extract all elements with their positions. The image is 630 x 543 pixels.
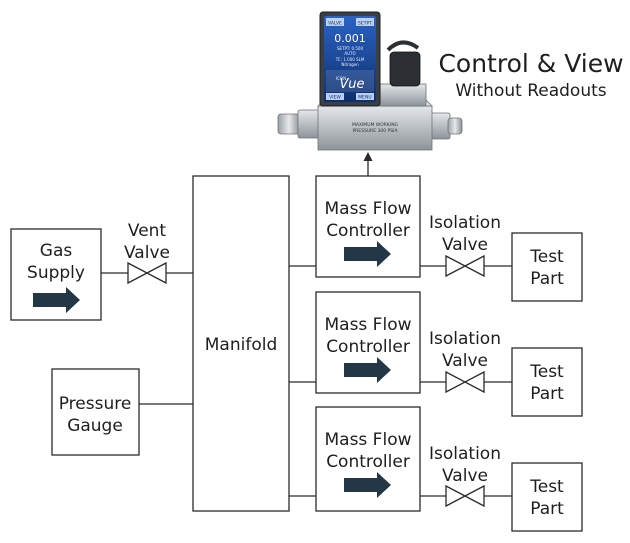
gas-supply-label-line1: Gas	[40, 241, 73, 261]
connection-lines	[101, 265, 512, 497]
vent-valve-label-line1: Vent	[128, 221, 167, 241]
gas-supply-flow-arrow-icon	[33, 287, 80, 313]
plate-line-1: MAXIMUM WORKING	[352, 122, 399, 128]
isolation-valve-2-label-line2: Valve	[442, 351, 488, 371]
brand-prefix: ICON	[336, 76, 346, 81]
screen-reading: 0.001	[334, 32, 366, 45]
brand-logo: Vue	[340, 77, 365, 92]
test-part-3-label-line2: Part	[530, 499, 564, 519]
isolation-valve-2-symbol-icon	[445, 370, 485, 394]
pressure-gauge-block: Pressure Gauge	[51, 368, 140, 456]
isolation-valve-3: Isolation Valve	[429, 444, 501, 508]
mfc-3-flow-arrow-icon	[344, 472, 391, 498]
isolation-valve-3-label-line1: Isolation	[429, 444, 501, 464]
header-title: Control & View	[438, 49, 623, 78]
screen-button-menu: MENU	[358, 95, 371, 101]
test-part-3: Test Part	[511, 462, 583, 532]
mfc-3-label-line1: Mass Flow	[324, 430, 411, 450]
mfc-2-label-line2: Controller	[326, 337, 410, 357]
mfc-1-flow-arrow-icon	[344, 241, 391, 267]
mfc-3-label-line2: Controller	[326, 452, 410, 472]
isolation-valve-2-label-line1: Isolation	[429, 329, 501, 349]
isolation-valve-3-label-line2: Valve	[442, 466, 488, 486]
screen-line-4: Nitrogen	[341, 62, 359, 67]
mfc-1-label-line1: Mass Flow	[324, 199, 411, 219]
test-part-2: Test Part	[511, 347, 583, 417]
screen-button-setpt: SETPT	[358, 21, 372, 27]
manifold-block: Manifold	[192, 175, 290, 512]
header-subtitle: Without Readouts	[455, 81, 606, 101]
mfc-1-label-line2: Controller	[326, 221, 410, 241]
mass-flow-controller-3: Mass Flow Controller	[315, 406, 421, 512]
test-part-1: Test Part	[511, 232, 583, 302]
pressure-gauge-label-line1: Pressure	[59, 394, 132, 414]
isolation-valve-1-label-line1: Isolation	[429, 213, 501, 233]
manifold-label: Manifold	[205, 335, 277, 355]
mass-flow-controller-1: Mass Flow Controller	[315, 175, 421, 278]
test-part-1-label-line2: Part	[530, 269, 564, 289]
isolation-valve-2: Isolation Valve	[429, 329, 501, 394]
pressure-gauge-label-line2: Gauge	[67, 416, 123, 436]
test-part-3-label-line1: Test	[529, 477, 564, 497]
vent-valve-label-line2: Valve	[124, 243, 170, 263]
gas-supply-block: Gas Supply	[10, 228, 102, 321]
gas-supply-label-line2: Supply	[27, 263, 85, 283]
vent-valve-symbol-icon	[127, 261, 167, 285]
device-connector-arrowhead	[363, 152, 373, 161]
mfc-2-flow-arrow-icon	[344, 357, 391, 383]
plate-line-2: PRESSURE 300 PSIA	[352, 128, 398, 134]
test-part-2-label-line1: Test	[529, 362, 564, 382]
screen-button-view: VIEW	[329, 95, 341, 101]
screen-line-1: SETPT: 0.500	[337, 46, 363, 51]
test-part-1-label-line1: Test	[529, 247, 564, 267]
screen-line-2: AUTO	[344, 51, 355, 56]
mass-flow-controller-device-image: MAXIMUM WORKING PRESSURE 300 PSIA VALVE …	[277, 11, 463, 151]
vent-valve: Vent Valve	[124, 221, 170, 285]
isolation-valve-1-label-line2: Valve	[442, 235, 488, 255]
isolation-valve-3-symbol-icon	[445, 484, 485, 508]
isolation-valve-1: Isolation Valve	[429, 213, 501, 278]
test-part-2-label-line2: Part	[530, 384, 564, 404]
mfc-2-label-line1: Mass Flow	[324, 315, 411, 335]
mass-flow-controller-2: Mass Flow Controller	[315, 291, 421, 394]
isolation-valve-1-symbol-icon	[445, 254, 485, 278]
screen-line-3: TC: 1.000 SLM	[335, 57, 365, 62]
screen-button-valve: VALVE	[328, 21, 342, 27]
